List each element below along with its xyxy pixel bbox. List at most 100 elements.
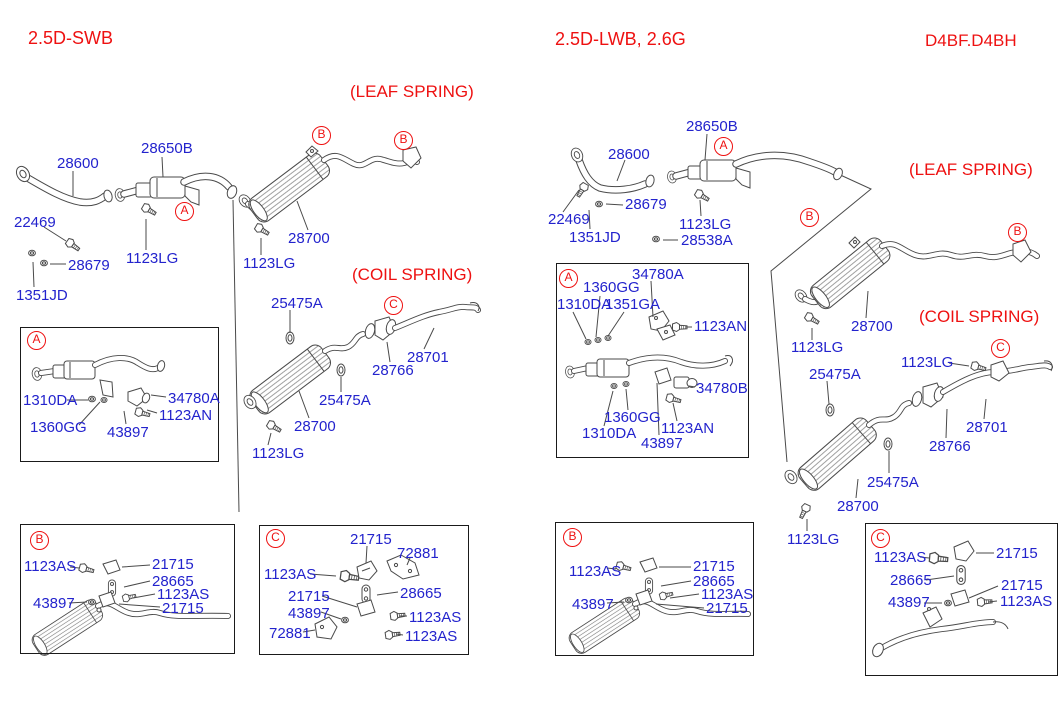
part-label-25475A: 25475A <box>271 295 323 312</box>
part-label-28665: 28665 <box>400 585 442 602</box>
part-label-1123LG: 1123LG <box>243 255 296 272</box>
lwb-detail-b-art <box>566 557 751 657</box>
lwb-branch-line <box>770 172 872 463</box>
part-label-25475A: 25475A <box>867 474 919 491</box>
part-label-1310DA: 1310DA <box>23 392 78 409</box>
part-label-1360GG: 1360GG <box>30 419 87 436</box>
part-label-34780A: 34780A <box>168 390 220 407</box>
callout-b: B <box>563 528 582 547</box>
part-label-1123AS: 1123AS <box>264 566 317 583</box>
part-label-28650B: 28650B <box>141 140 193 157</box>
part-label-1123AN: 1123AN <box>661 420 715 437</box>
lwb-detail-box-a <box>556 263 749 458</box>
callout-a: A <box>559 269 578 288</box>
part-label-1123AS: 1123AS <box>24 558 77 575</box>
part-label-1123AS: 1123AS <box>701 586 754 603</box>
part-label-28701: 28701 <box>966 419 1008 436</box>
part-label-28766: 28766 <box>929 438 971 455</box>
callout-b: B <box>394 131 413 150</box>
lwb-detail-a-art <box>564 280 733 436</box>
callout-b: B <box>30 531 49 550</box>
callout-b: B <box>1008 223 1027 242</box>
part-label-25475A: 25475A <box>319 392 371 409</box>
part-label-1123AS: 1123AS <box>1000 593 1053 610</box>
part-label-1123AS: 1123AS <box>405 628 458 645</box>
part-label-28700: 28700 <box>288 230 330 247</box>
part-label-28701: 28701 <box>407 349 449 366</box>
part-label-1351JD: 1351JD <box>569 229 621 246</box>
part-label-34780B: 34780B <box>696 380 748 397</box>
part-label-1123LG: 1123LG <box>679 216 732 233</box>
part-label-28679: 28679 <box>625 196 667 213</box>
part-label-43897: 43897 <box>888 594 930 611</box>
part-label-1123AN: 1123AN <box>694 318 748 335</box>
part-label-43897: 43897 <box>288 605 330 622</box>
callout-b: B <box>312 126 331 145</box>
part-label-22469: 22469 <box>548 211 590 228</box>
part-label-72881: 72881 <box>269 625 311 642</box>
variant-title-lwb: 2.5D-LWB, 2.6G <box>555 29 686 49</box>
part-label-1123AS: 1123AS <box>569 563 622 580</box>
variant-title-swb: 2.5D-SWB <box>28 28 114 48</box>
swb-branch-line <box>232 199 240 513</box>
lwb-detail-box-b <box>555 522 754 656</box>
part-label-72881: 72881 <box>397 545 439 562</box>
part-label-1351GA: 1351GA <box>605 296 661 313</box>
leaf-spring-heading-swb: (LEAF SPRING) <box>350 82 474 101</box>
swb-detail-box-c <box>259 525 469 655</box>
swb-detail-box-b <box>20 524 235 654</box>
part-label-1310DA: 1310DA <box>582 425 637 442</box>
coil-spring-heading-swb: (COIL SPRING) <box>352 265 473 284</box>
part-label-1360GG: 1360GG <box>604 409 661 426</box>
callout-b: B <box>800 208 819 227</box>
callout-a: A <box>27 331 46 350</box>
part-label-21715: 21715 <box>706 600 748 617</box>
swb-detail-a-art <box>30 355 167 426</box>
swb-coil-spring-muffler <box>240 302 481 435</box>
swb-detail-box-a <box>20 327 219 462</box>
lwb-detail-box-c <box>865 523 1058 676</box>
part-label-1351JD: 1351JD <box>16 287 68 304</box>
callout-c: C <box>266 529 285 548</box>
lwb-leaf-spring-muffler <box>792 234 1040 327</box>
part-label-43897: 43897 <box>572 596 614 613</box>
part-label-1360GG: 1360GG <box>583 279 640 296</box>
part-label-43897: 43897 <box>641 435 683 452</box>
part-label-21715: 21715 <box>693 558 735 575</box>
part-label-34780A: 34780A <box>632 266 684 283</box>
part-label-25475A: 25475A <box>809 366 861 383</box>
engine-code: D4BF.D4BH <box>925 31 1017 50</box>
leaf-spring-heading-lwb: (LEAF SPRING) <box>909 160 1033 179</box>
part-label-21715: 21715 <box>1001 577 1043 594</box>
part-label-1310DA: 1310DA <box>557 296 612 313</box>
callout-a: A <box>714 137 733 156</box>
swb-detail-c-art <box>302 545 420 641</box>
part-label-1123LG: 1123LG <box>787 531 840 548</box>
callout-c: C <box>384 296 403 315</box>
part-label-28600: 28600 <box>608 146 650 163</box>
callout-c: C <box>871 529 890 548</box>
swb-center-muffler <box>113 172 238 218</box>
part-label-1123AN: 1123AN <box>159 407 213 424</box>
lwb-center-muffler <box>666 151 843 204</box>
part-label-21715: 21715 <box>152 556 194 573</box>
part-label-28665: 28665 <box>152 573 194 590</box>
part-label-43897: 43897 <box>107 424 149 441</box>
swb-front-pipe <box>13 163 113 267</box>
callout-a: A <box>175 202 194 221</box>
part-label-21715: 21715 <box>288 588 330 605</box>
part-label-43897: 43897 <box>33 595 75 612</box>
part-label-28650B: 28650B <box>686 118 738 135</box>
part-label-1123AS: 1123AS <box>157 586 210 603</box>
part-label-28700: 28700 <box>294 418 336 435</box>
part-label-28766: 28766 <box>372 362 414 379</box>
callout-c: C <box>991 339 1010 358</box>
part-label-1123LG: 1123LG <box>901 354 954 371</box>
lwb-front-pipe <box>568 145 660 243</box>
part-label-28538A: 28538A <box>681 232 733 249</box>
part-label-28600: 28600 <box>57 155 99 172</box>
part-label-22469: 22469 <box>14 214 56 231</box>
swb-leaf-spring-muffler <box>236 145 422 238</box>
